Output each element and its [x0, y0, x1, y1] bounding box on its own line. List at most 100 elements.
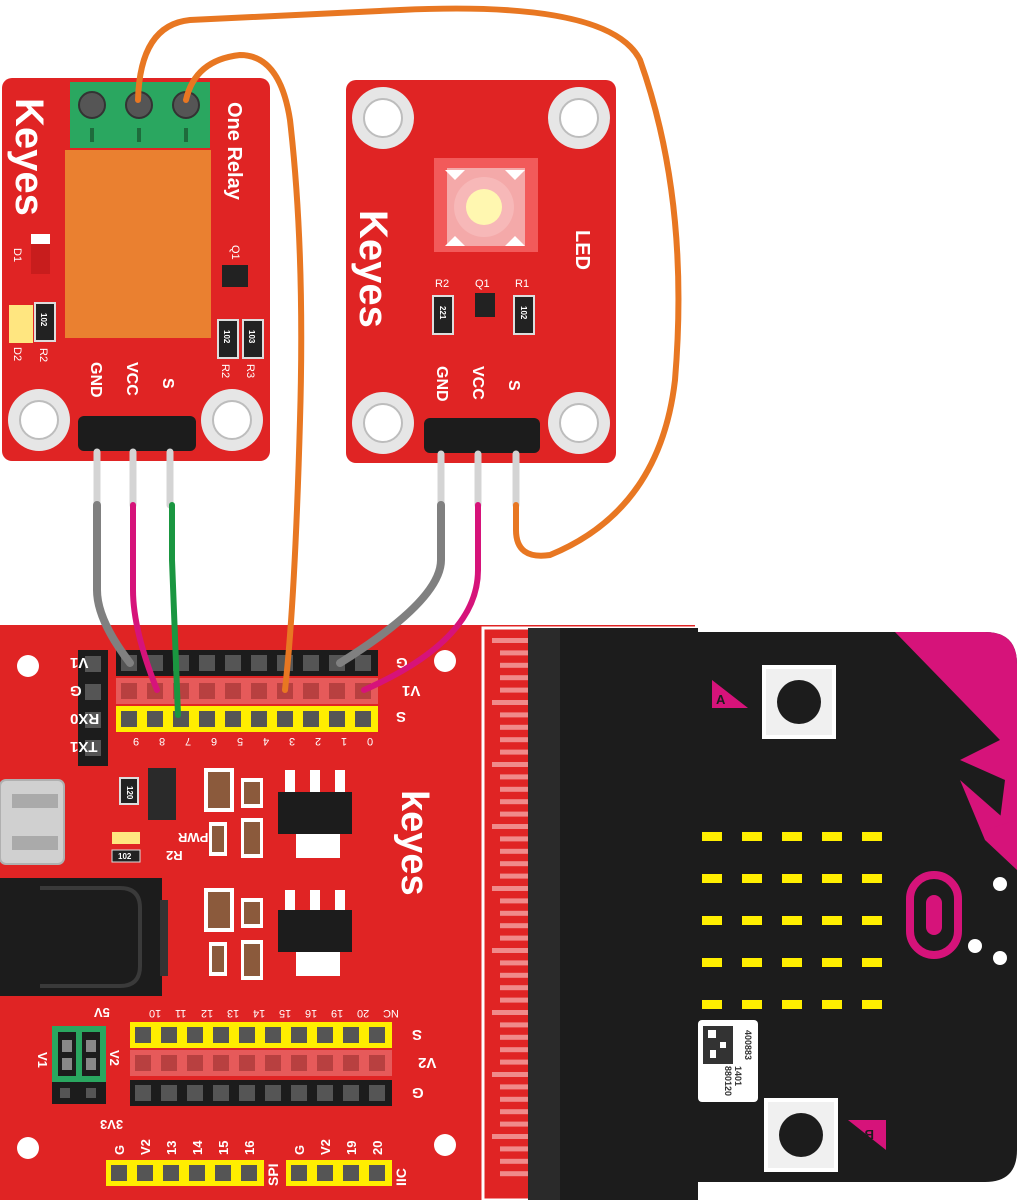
led-mount-hole	[548, 87, 610, 149]
header-pin	[317, 1165, 333, 1181]
diode	[148, 768, 176, 820]
pin-number: 8	[159, 735, 165, 747]
dc-jack	[0, 878, 168, 996]
power-jumper[interactable]	[52, 1026, 106, 1104]
relay-pin-header	[78, 416, 196, 451]
header-pin	[369, 1165, 385, 1181]
terminal-screw	[78, 91, 106, 119]
header-pin	[161, 1055, 177, 1071]
bottom-row-label-g: G	[412, 1084, 424, 1101]
header-pin	[265, 1055, 281, 1071]
edge-finger	[500, 1059, 532, 1065]
uart-pin-label: V1	[70, 654, 88, 671]
header-pin	[187, 1027, 203, 1043]
header-pin	[135, 1027, 151, 1043]
relay-res-value: 103	[247, 330, 256, 344]
button-b-label: B	[865, 1127, 874, 1142]
edge-finger	[500, 1096, 532, 1102]
qr-text: 400883	[743, 1030, 753, 1060]
header-pin	[329, 683, 345, 699]
header-pin	[163, 1165, 179, 1181]
matrix-led	[742, 916, 762, 925]
microbit-pink-accent	[895, 632, 1017, 865]
pin-label: 13	[164, 1141, 179, 1155]
header-pin	[199, 683, 215, 699]
wire-relay-to-shield	[183, 51, 305, 693]
wire-relay-vcc	[130, 502, 160, 693]
led-res-value: 102	[519, 306, 528, 320]
led-pin-s-label: S	[505, 380, 522, 391]
header-pin	[189, 1165, 205, 1181]
header-pin	[199, 655, 215, 671]
header-pin	[215, 1165, 231, 1181]
edge-finger	[500, 873, 532, 879]
header-pin	[291, 1055, 307, 1071]
header-pin	[239, 1055, 255, 1071]
edge-finger	[500, 1047, 532, 1053]
relay-label-d1: D1	[11, 248, 23, 262]
edge-connector-body	[560, 628, 698, 1200]
resistor	[513, 295, 535, 335]
header-pin	[317, 1085, 333, 1101]
capacitor	[204, 768, 234, 812]
resistor	[432, 295, 454, 335]
microbit-button-b[interactable]	[764, 1098, 838, 1172]
led-module: Keyes LED R2 Q1 R1 221 102 GND VCC S	[346, 80, 616, 463]
matrix-led	[822, 832, 842, 841]
matrix-led	[822, 874, 842, 883]
edge-finger	[500, 923, 532, 929]
pin-number: 3	[289, 735, 295, 747]
led-d2	[9, 305, 33, 343]
pin-number: 10	[149, 1007, 161, 1019]
edge-finger	[500, 774, 532, 780]
relay-module: Keyes One Relay D1 D2 R2 Q1 R2 R3 102 10…	[2, 78, 270, 461]
microbit-pad	[968, 939, 982, 953]
pin-number: 1	[341, 735, 347, 747]
shield-hole	[434, 1134, 456, 1156]
pin-label: 20	[370, 1141, 385, 1155]
header-pin	[225, 683, 241, 699]
header-pin	[291, 1165, 307, 1181]
wire-led-signal-to-relay	[135, 5, 682, 559]
edge-finger	[500, 972, 532, 978]
header-pin	[251, 683, 267, 699]
uart-pin-label: TX1	[70, 738, 98, 755]
shield-hole	[17, 655, 39, 677]
header-pin	[265, 1085, 281, 1101]
resistor	[34, 302, 56, 342]
header-pin	[251, 655, 267, 671]
wire-led-gnd	[336, 501, 445, 667]
pin-label: 14	[190, 1140, 205, 1155]
header-pin	[251, 711, 267, 727]
relay-body	[65, 150, 211, 338]
led-label-r2: R2	[435, 278, 449, 290]
matrix-led	[822, 1000, 842, 1009]
matrix-led	[822, 916, 842, 925]
edge-finger	[500, 836, 532, 842]
header-pin	[135, 1085, 151, 1101]
matrix-led	[702, 1000, 722, 1009]
iic-label: IIC	[393, 1168, 409, 1186]
led-pin-header	[424, 418, 540, 453]
header-pin	[343, 1165, 359, 1181]
edge-finger	[500, 960, 532, 966]
edge-finger	[500, 650, 532, 656]
matrix-led	[702, 958, 722, 967]
edge-finger	[500, 1109, 532, 1115]
edge-finger	[492, 762, 532, 767]
edge-connector-slot	[528, 628, 564, 1200]
relay-res-value: 102	[39, 313, 48, 327]
resistor	[217, 319, 239, 359]
led-mount-hole	[352, 87, 414, 149]
pin-number: NC	[383, 1007, 399, 1019]
header-pin	[369, 1085, 385, 1101]
pin-label: G	[112, 1145, 127, 1155]
header-pin	[121, 711, 137, 727]
header-pin	[161, 1085, 177, 1101]
led-mount-hole	[548, 392, 610, 454]
microbit-button-a[interactable]	[762, 665, 836, 739]
shield-res-value: 102	[118, 852, 132, 861]
